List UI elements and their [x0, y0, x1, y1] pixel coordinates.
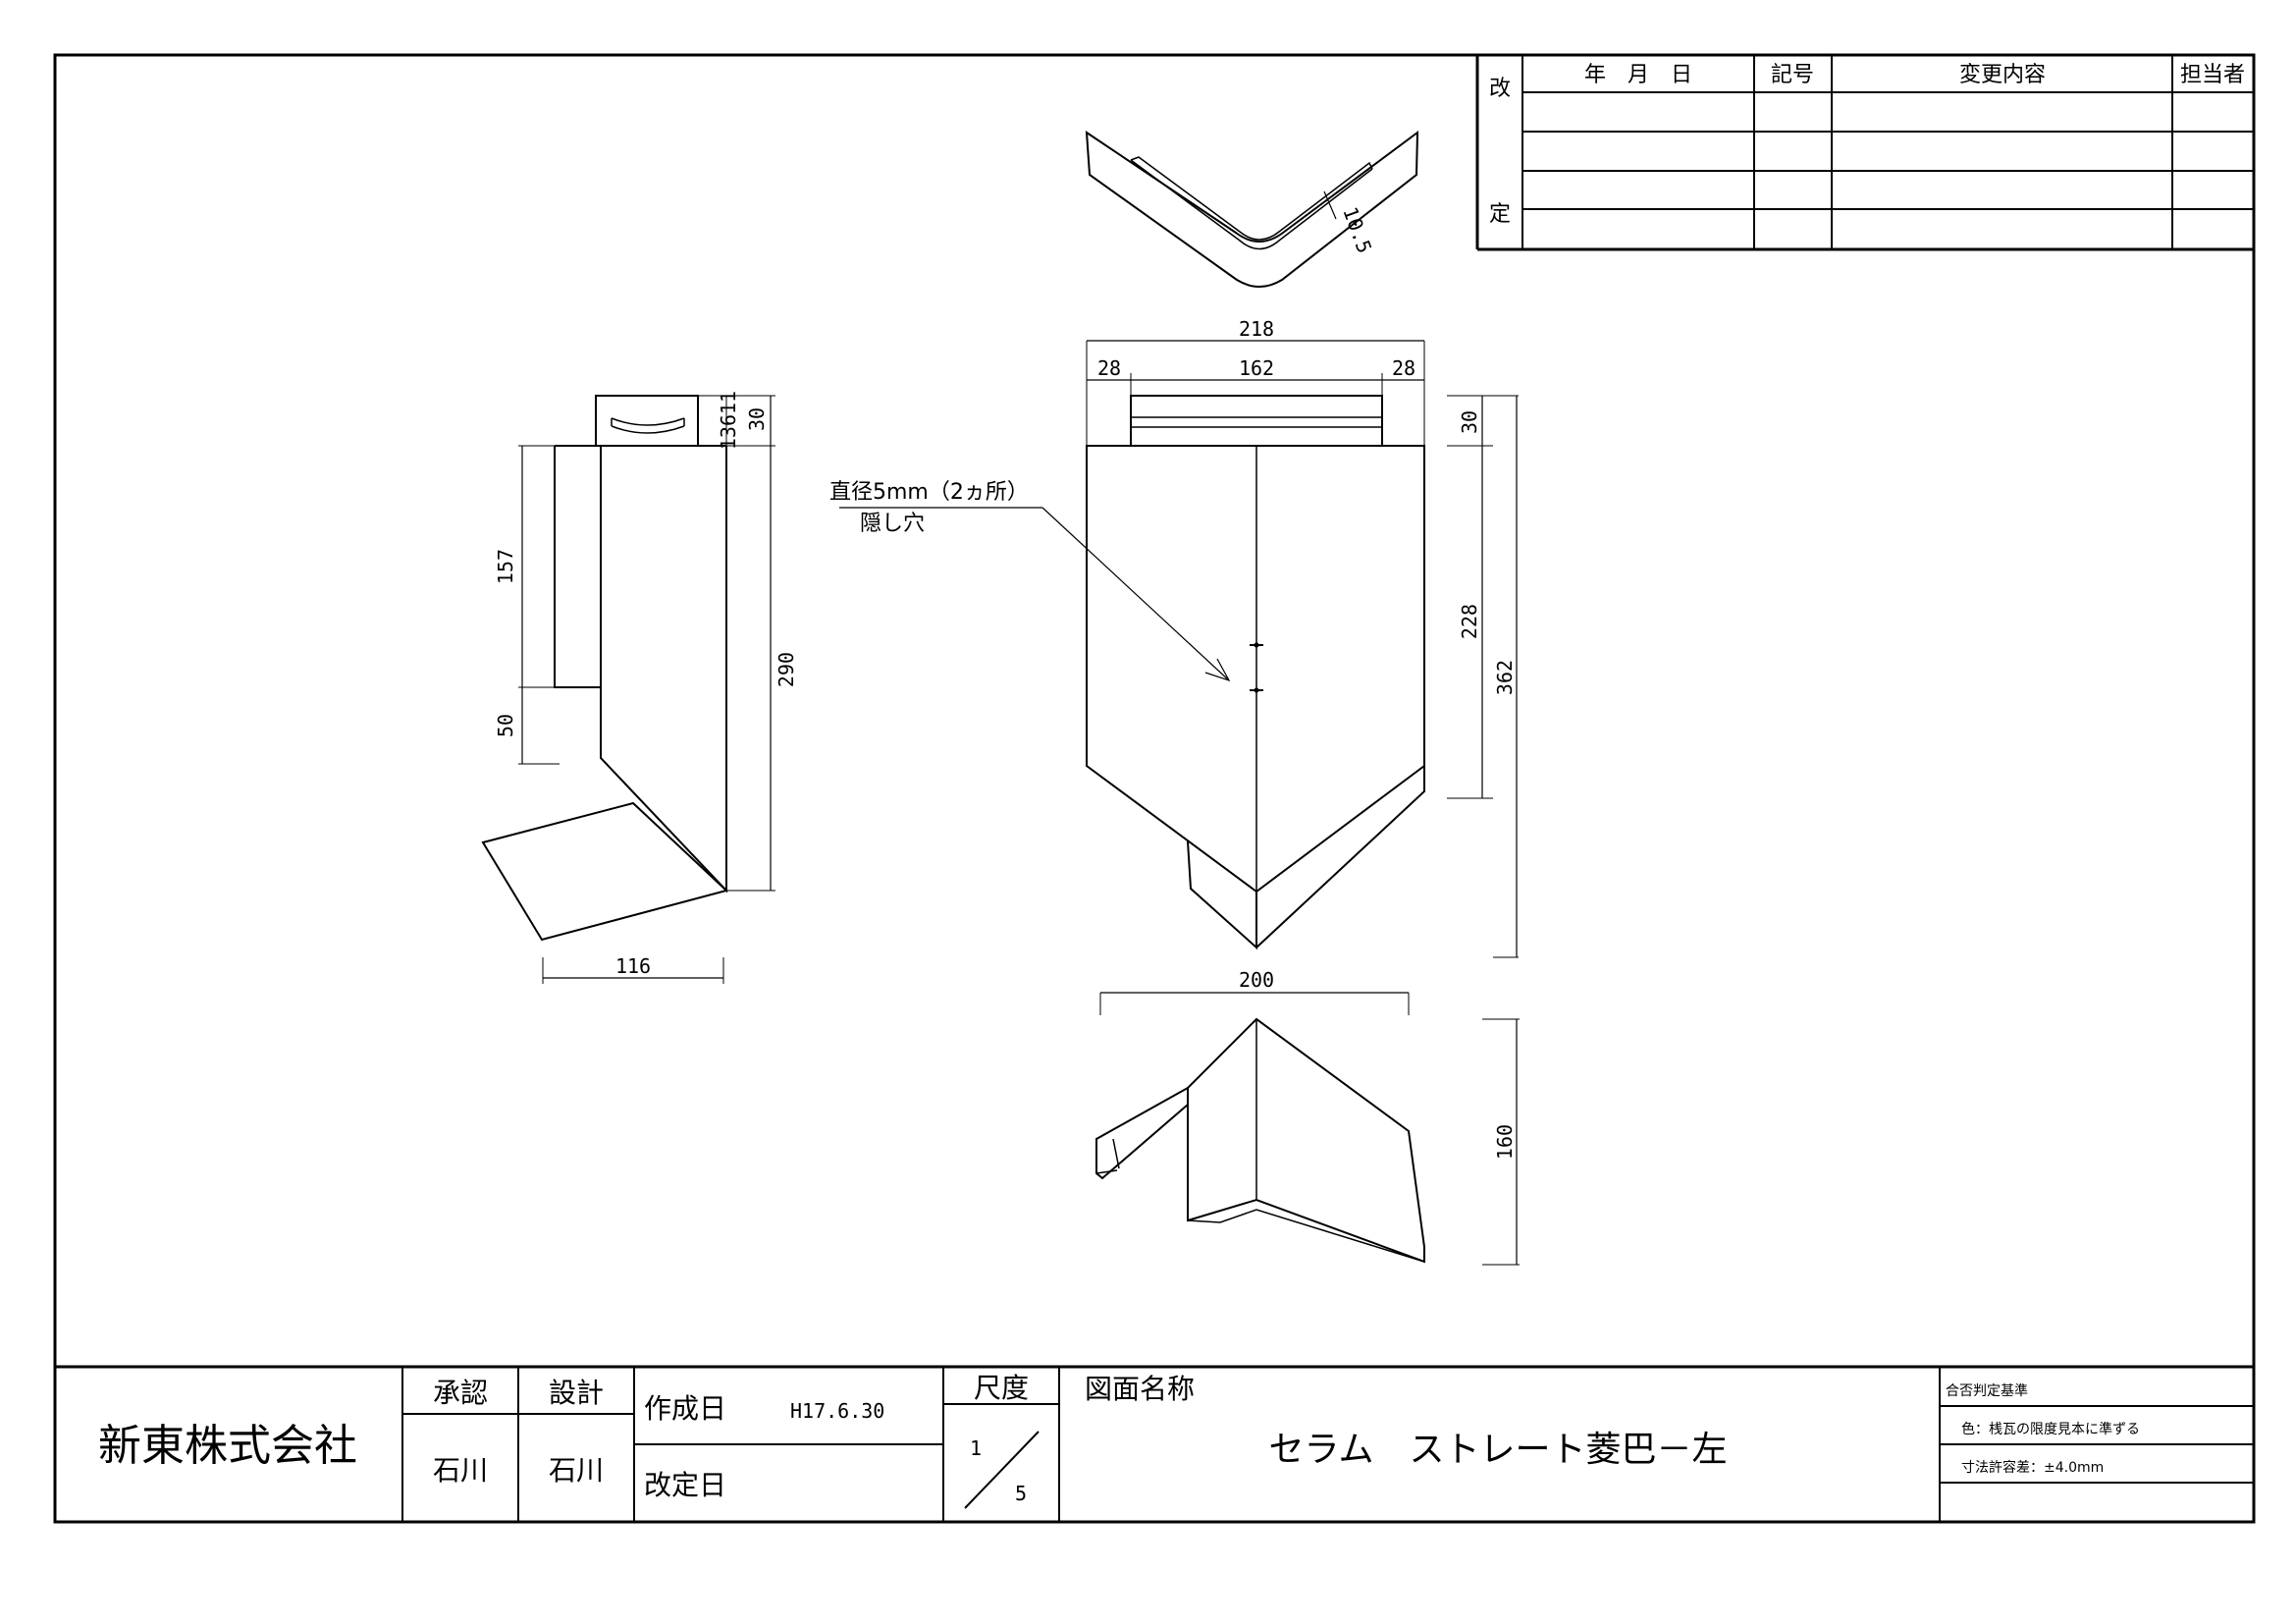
dim-116: 116	[615, 954, 651, 978]
revision-side-label-top: 改	[1489, 77, 1511, 101]
revised-date-label: 改定日	[644, 1469, 726, 1501]
dim-290: 290	[774, 652, 798, 687]
criteria-tolerance: 寸法許容差：±4.0mm	[1961, 1459, 2104, 1476]
revision-table: 改 定 年 月 日 記号 変更内容 担当者	[1475, 55, 2254, 251]
dim-157: 157	[494, 549, 517, 584]
criteria-color: 色：桟瓦の限度見本に準ずる	[1961, 1421, 2140, 1437]
dim-228: 228	[1458, 604, 1481, 639]
revision-header-date: 年 月 日	[1584, 63, 1692, 87]
revision-header-content: 変更内容	[1959, 63, 2046, 87]
dim-218: 218	[1239, 317, 1274, 341]
dim-neck-detail: 13611	[717, 391, 740, 450]
side-view: 157 50 30 290 13611 116	[481, 391, 798, 984]
created-date: H17.6.30	[790, 1399, 884, 1423]
bottom-view: 200 160	[1095, 968, 1520, 1266]
dim-200: 200	[1239, 968, 1274, 992]
scale-label: 尺度	[974, 1372, 1029, 1404]
revision-side-label-bottom: 定	[1489, 202, 1511, 227]
approver-name: 石川	[433, 1454, 488, 1487]
dim-362: 362	[1493, 660, 1517, 695]
dim-50: 50	[494, 714, 517, 737]
scale-denominator: 5	[1015, 1482, 1027, 1505]
front-view: 直径5mm（2ヵ所） 隠し穴 218 28 162 28 30 228 362	[829, 317, 1519, 958]
scale-numerator: 1	[970, 1436, 982, 1460]
revision-header-person: 担当者	[2180, 63, 2245, 87]
top-view: 10.5	[1085, 130, 1419, 288]
dim-30-front: 30	[1458, 410, 1481, 434]
created-date-label: 作成日	[644, 1392, 726, 1425]
dim-28-right: 28	[1392, 356, 1415, 380]
company-name: 新東株式会社	[98, 1421, 357, 1471]
drawing-frame	[53, 53, 2256, 1524]
dim-30-side: 30	[745, 407, 769, 431]
hole-annotation-line2: 隠し穴	[860, 512, 925, 536]
title-block: 新東株式会社 承認 設計 石川 石川 作成日 H17.6.30 改定日 尺度 1…	[55, 1365, 2254, 1522]
criteria-title: 合否判定基準	[1946, 1382, 2028, 1399]
drawing-name: セラム ストレート菱巴－左	[1269, 1430, 1728, 1470]
dim-160: 160	[1493, 1124, 1517, 1160]
dim-162: 162	[1239, 356, 1274, 380]
approval-label: 承認	[433, 1377, 488, 1409]
design-label: 設計	[549, 1377, 604, 1409]
hole-annotation-line1: 直径5mm（2ヵ所）	[829, 480, 1029, 505]
dim-28-left: 28	[1097, 356, 1121, 380]
drawing-name-label: 図面名称	[1085, 1373, 1195, 1405]
designer-name: 石川	[549, 1454, 604, 1487]
revision-header-mark: 記号	[1771, 63, 1814, 87]
